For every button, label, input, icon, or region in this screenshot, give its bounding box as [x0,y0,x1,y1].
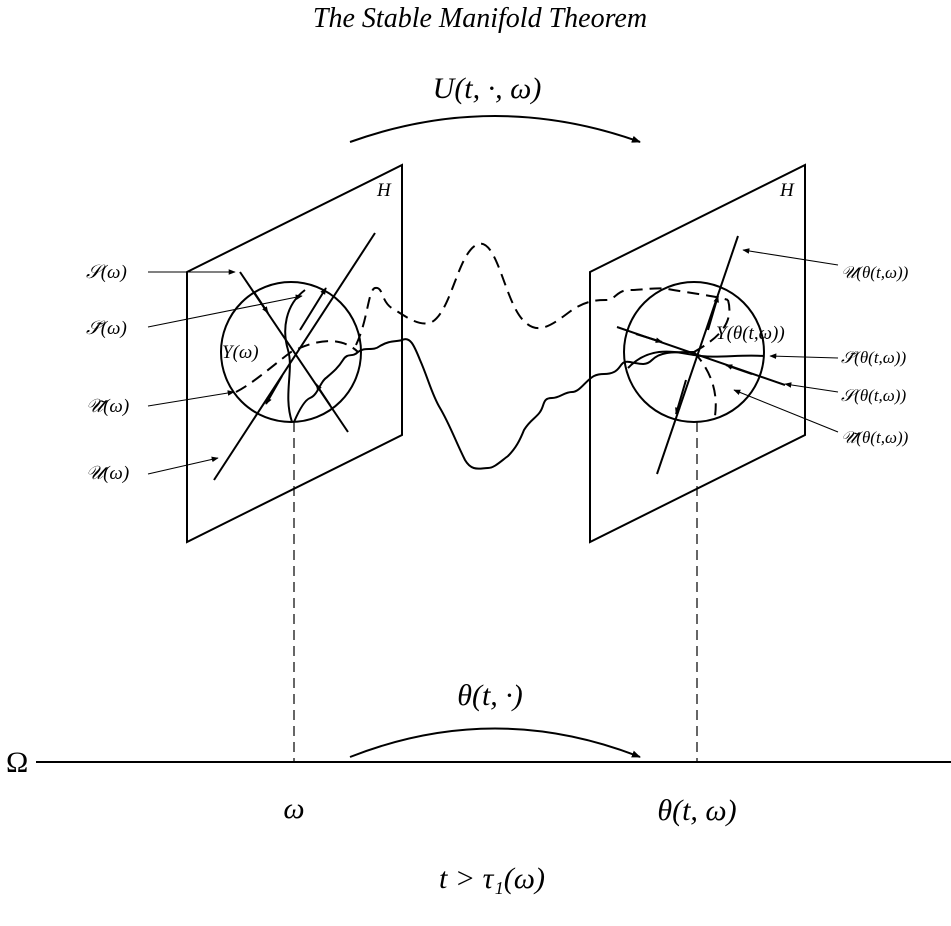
axis-point-omega: ω [283,792,304,825]
top-flow-arrow [349,115,641,143]
right-arrow-d [675,379,687,415]
right-panel: H Y(θ(t,ω)) [589,163,806,544]
left-label-stable-tilde: 𝒮̃(ω) [86,318,127,339]
left-center-label: Y(ω) [222,342,259,363]
left-label-unstable-tilde: 𝒰̃(ω) [86,396,129,417]
right-label-unstable-tilde: 𝒰̃(θ(t,ω)) [841,428,909,447]
right-plane [589,163,806,544]
left-label-unstable: 𝒰(ω) [86,463,129,484]
left-space-label: H [376,180,392,201]
left-arrow-b [315,383,331,406]
bottom-arrow-label: θ(t, ·) [457,679,523,712]
diagram-title: The Stable Manifold Theorem [313,3,647,34]
right-pointer-stable [784,382,839,393]
left-unstable-tilde-curve [235,340,359,393]
left-unstable-line [213,232,376,481]
left-label-stable: 𝒮(ω) [86,262,127,283]
right-space-label: H [779,180,795,201]
left-pointer-stable-tilde [147,294,303,328]
left-pointer-unstable-tilde [147,390,235,407]
right-arrow-c [707,295,719,331]
left-pointer-unstable [147,456,219,475]
right-label-stable-tilde: 𝒮̃(θ(t,ω)) [841,348,906,367]
right-stable-tilde-curve [627,350,765,369]
right-unstable-tilde-curve [693,299,731,423]
left-arrow-a [253,291,269,314]
left-panel: H Y(ω) [186,163,403,544]
solid-trajectory [293,338,695,470]
right-arrow-b [725,364,753,375]
left-stable-tilde-curve [284,289,306,423]
axis-point-theta: θ(t, ω) [657,794,736,827]
right-neighborhood-circle [623,281,765,423]
bottom-flow-arrow [349,727,641,758]
top-arrow-label: U(t, ·, ω) [433,72,542,105]
dashed-trajectory [355,242,729,346]
right-arrow-a [635,333,663,343]
right-label-stable: 𝒮(θ(t,ω)) [841,386,906,405]
left-arrow-c [299,287,327,331]
right-pointer-stable-tilde [769,353,839,359]
left-arrow-d [265,375,283,405]
right-pointer-unstable [742,248,839,266]
axis-label: Ω [6,746,28,779]
right-pointer-unstable-tilde [733,389,839,433]
right-label-unstable: 𝒰(θ(t,ω)) [841,263,909,282]
right-center-label: Y(θ(t,ω)) [716,323,785,344]
time-condition: t > τ₁(ω) [439,862,545,895]
left-plane [186,163,403,544]
